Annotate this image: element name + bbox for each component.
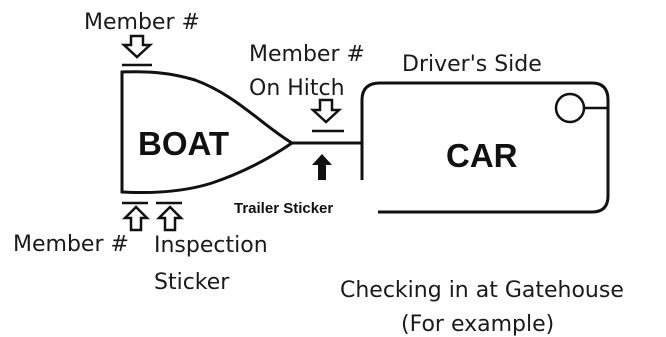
member-hitch-label-line1: Member # bbox=[249, 42, 365, 67]
mirror-icon bbox=[554, 92, 586, 124]
arrow-down-outline-icon bbox=[309, 98, 344, 133]
arrow-down-outline-icon bbox=[120, 34, 154, 67]
arrow-up-outline-icon bbox=[121, 201, 151, 232]
car-outline bbox=[360, 81, 610, 214]
inspection-label-line2: Sticker bbox=[154, 270, 230, 295]
caption-line2: (For example) bbox=[401, 312, 555, 337]
member-label-top: Member # bbox=[84, 10, 200, 35]
car-label: CAR bbox=[446, 137, 518, 174]
arrow-up-outline-icon bbox=[155, 201, 185, 232]
arrow-up-solid-icon bbox=[312, 154, 332, 180]
caption-line1: Checking in at Gatehouse bbox=[340, 278, 624, 303]
drivers-side-label: Driver's Side bbox=[402, 52, 542, 77]
boat-outline bbox=[120, 70, 295, 195]
trailer-sticker-label: Trailer Sticker bbox=[234, 200, 334, 217]
boat-label: BOAT bbox=[138, 125, 230, 162]
member-hitch-label-line2: On Hitch bbox=[249, 76, 345, 101]
inspection-label-line1: Inspection bbox=[154, 233, 268, 258]
member-label-bottom: Member # bbox=[13, 232, 129, 257]
